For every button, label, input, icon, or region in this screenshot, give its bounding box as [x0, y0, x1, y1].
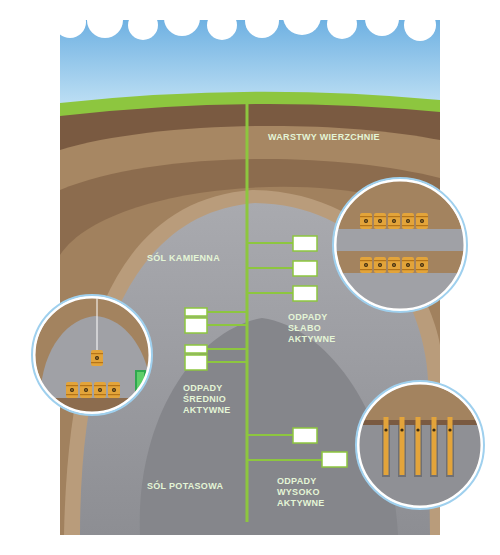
inset-border — [32, 295, 152, 415]
waste-barrel — [360, 213, 372, 229]
storage-chamber — [293, 261, 317, 276]
gallery-line — [207, 311, 247, 313]
crane-cable — [97, 295, 98, 350]
waste-barrel — [416, 257, 428, 273]
layer-name: WARSTWY WIERZCHNIE — [268, 132, 428, 143]
layer-band: SÓL POTASOWA — [140, 465, 410, 535]
gallery-line — [247, 434, 293, 436]
inset-content — [355, 380, 485, 510]
cloud — [60, 0, 440, 12]
inset-soil — [355, 380, 485, 510]
waste-canister — [448, 417, 453, 475]
waste-barrel — [94, 382, 106, 398]
waste-barrel — [66, 382, 78, 398]
radiation-mark — [448, 428, 451, 431]
waste-category: ODPADY SŁABO AKTYWNE — [288, 312, 344, 345]
cross-section — [60, 0, 440, 535]
clouds — [60, 0, 440, 41]
waste-canister — [432, 417, 437, 475]
grass — [60, 92, 440, 116]
inset-content — [30, 295, 155, 418]
inset-cavern — [40, 316, 152, 398]
waste-barrel — [91, 350, 103, 366]
storage-chamber — [185, 345, 207, 353]
storage-chamber — [185, 355, 207, 370]
waste-category: ODPADY WYSOKO AKTYWNE — [277, 476, 333, 509]
inset-low-level — [330, 175, 470, 318]
storage-chamber — [185, 318, 207, 333]
gallery-line — [207, 361, 247, 363]
cloud — [404, 9, 436, 41]
waste-barrel — [416, 213, 428, 229]
chambers — [185, 236, 347, 467]
radiation-mark — [384, 428, 387, 431]
waste-barrel — [402, 257, 414, 273]
waste-barrel — [80, 382, 92, 398]
waste-barrel — [374, 257, 386, 273]
inset-soil — [30, 295, 155, 415]
inset-border — [358, 383, 482, 507]
inset-intermediate-level — [30, 295, 155, 418]
waste-barrel — [388, 213, 400, 229]
waste-canister — [416, 417, 421, 475]
gallery-line — [247, 242, 293, 244]
gallery-line — [247, 459, 322, 461]
storage-chamber — [293, 286, 317, 301]
cloud — [207, 10, 237, 40]
inset-border — [333, 178, 467, 312]
layer-band: SÓL KAMIENNA SÓL POTASOWA — [75, 195, 435, 535]
waste-barrel — [374, 213, 386, 229]
waste-barrel — [360, 257, 372, 273]
storage-chamber — [293, 236, 317, 251]
inset-content — [330, 175, 470, 318]
radiation-mark — [432, 428, 435, 431]
gallery-line — [247, 267, 293, 269]
gallery-line — [247, 292, 293, 294]
inset-border — [34, 297, 150, 413]
cloud — [128, 10, 158, 40]
storage-chamber — [185, 308, 207, 316]
storage-chamber — [322, 452, 347, 467]
inset-border — [335, 180, 465, 310]
gallery-line — [207, 348, 247, 350]
inset-border — [356, 381, 484, 509]
storage-chamber — [293, 428, 317, 443]
waste-barrel — [388, 257, 400, 273]
inset-high-level — [355, 380, 485, 510]
cloud — [327, 9, 357, 39]
waste-barrel — [402, 213, 414, 229]
layer-name: SÓL KAMIENNA — [147, 253, 267, 264]
boreholes — [382, 417, 454, 477]
waste-canister — [384, 417, 389, 475]
waste-barrel — [108, 382, 120, 398]
layer-band: WARSTWY WIERZCHNIE — [60, 95, 440, 195]
mine-shaft — [207, 100, 322, 522]
gallery-line — [207, 324, 247, 326]
radiation-mark — [400, 428, 403, 431]
waste-canister — [400, 417, 405, 475]
radiation-mark — [416, 428, 419, 431]
waste-category: ODPADY ŚREDNIO AKTYWNE — [183, 383, 239, 416]
layer-name: SÓL POTASOWA — [147, 481, 267, 492]
inset-salt — [330, 229, 470, 251]
